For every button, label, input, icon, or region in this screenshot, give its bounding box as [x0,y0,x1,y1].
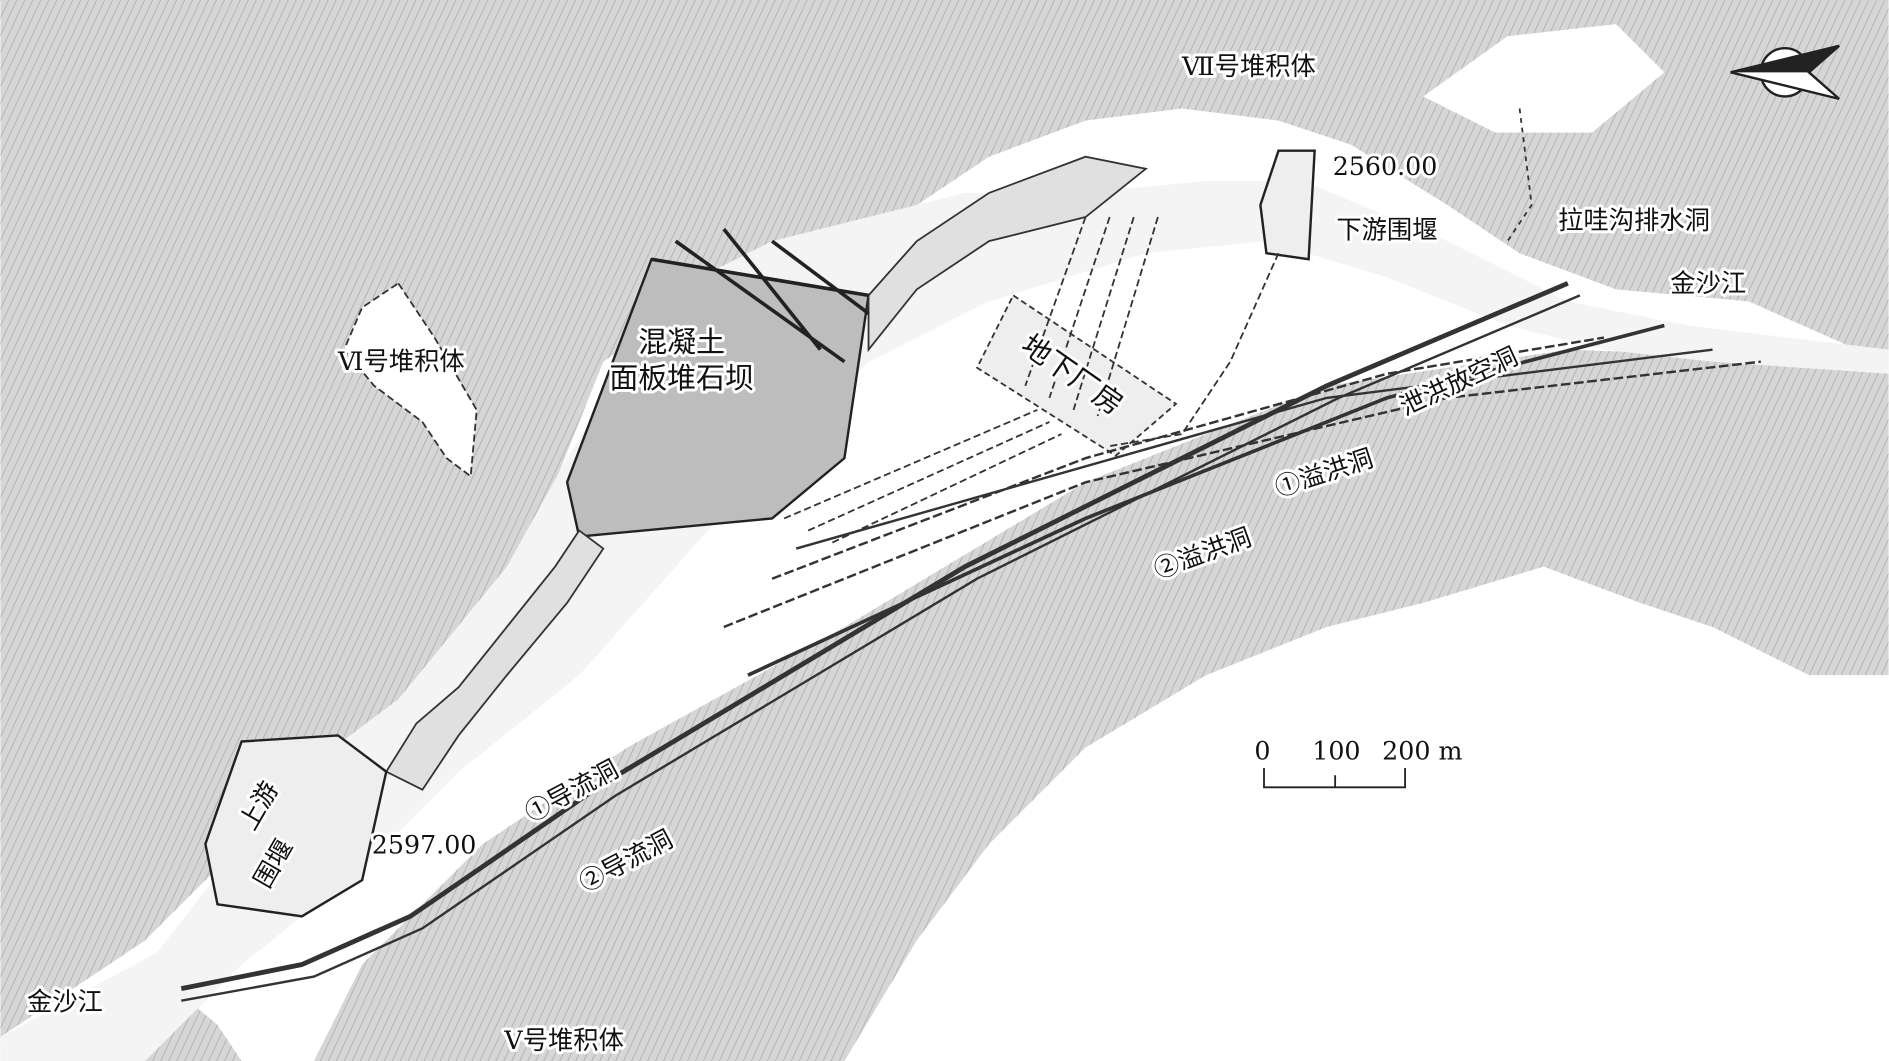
dam-body [384,155,1148,791]
deposit-vi-outline [343,282,478,478]
scale-bar: 0 100 200 m [1254,737,1462,789]
scale-tick-0: 0 [1254,737,1270,766]
underground-powerhouse [975,294,1178,457]
upstream-cofferdam [204,734,388,918]
label-downstream-cofferdam: 下游围堰 [1336,216,1437,245]
label-drainage-tunnel: 拉哇沟排水洞 [1558,206,1710,235]
label-elev-upstream: 2597.00 [372,831,477,860]
label-river-downstream: 金沙江 [1670,269,1746,298]
label-elev-downstream: 2560.00 [1333,152,1438,181]
scale-tick-100: 100 [1312,737,1360,766]
label-deposit-vi: Ⅵ号堆积体 [337,347,465,376]
river [0,180,1889,1061]
scale-tick-200: 200 m [1382,737,1462,766]
label-deposit-vii: Ⅶ号堆积体 [1181,52,1316,81]
label-river-upstream: 金沙江 [27,987,103,1016]
downstream-cofferdam [1259,149,1316,261]
label-dam-line1: 混凝土 [638,325,725,359]
tunnels [180,108,1761,1002]
label-deposit-v: Ⅴ号堆积体 [503,1026,623,1055]
north-arrow-icon [1730,44,1840,101]
label-dam-line2: 面板堆石坝 [609,361,754,395]
